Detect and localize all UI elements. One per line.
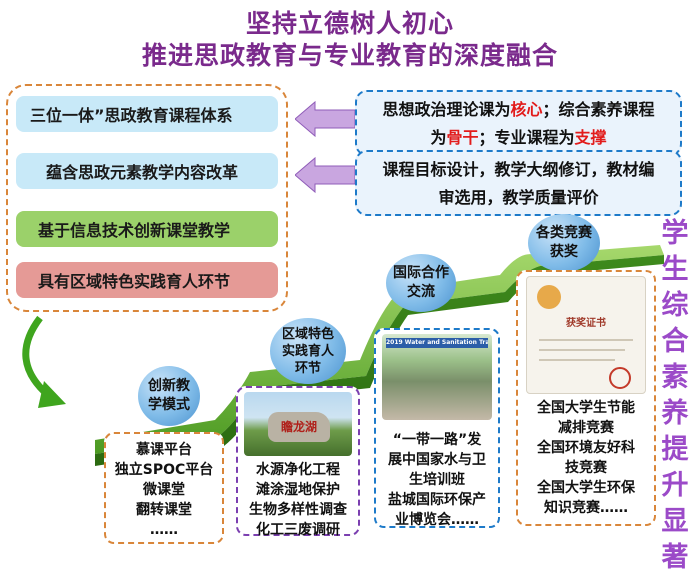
stage-3-circle-line: 国际合作 bbox=[393, 265, 449, 281]
stage-1-item: 翻转课堂 bbox=[136, 502, 192, 518]
vertical-label-text: 学生综合素养提升显著 bbox=[661, 218, 689, 573]
stage-1-circle-line: 学模式 bbox=[148, 397, 190, 413]
stage-4-item: 全国环境友好科 bbox=[537, 440, 635, 456]
stage-3-item: 生培训班 bbox=[409, 472, 465, 488]
left-arrow-icon bbox=[295, 100, 355, 138]
stage-1-item: …… bbox=[150, 522, 178, 538]
highlight-backbone: 骨干 bbox=[446, 128, 479, 147]
certificate-photo: 获奖证书 bbox=[526, 276, 646, 394]
stage-1-circle: 创新教学模式 bbox=[138, 366, 200, 426]
stage-4-circle-line: 获奖 bbox=[550, 244, 578, 260]
title-line-1: 坚持立德树人初心 bbox=[245, 9, 454, 38]
stamp-icon bbox=[609, 367, 631, 389]
stage-4-circle-line: 各类竞赛 bbox=[536, 225, 592, 241]
student-achievement-label: 学生综合素养提升显著 bbox=[658, 216, 692, 576]
stage-4-item: 知识竞赛…… bbox=[544, 500, 628, 516]
left-item-3-label: 基于信息技术创新课堂教学 bbox=[38, 221, 231, 240]
stage-4-item: 减排竞赛 bbox=[558, 420, 614, 436]
stage-1-item: 独立SPOC平台 bbox=[114, 462, 214, 478]
curriculum-reform-line-1: 课程目标设计，教学大纲修订，教材编 bbox=[382, 160, 655, 179]
highlight-support: 支撑 bbox=[574, 128, 607, 147]
stage-2-item: 生物多样性调查 bbox=[249, 502, 347, 518]
left-item-2: 蕴含思政元素教学内容改革 bbox=[16, 153, 278, 189]
curriculum-reform-line-2: 审选用，教学质量评价 bbox=[438, 188, 599, 207]
stage-1-card: 慕课平台 独立SPOC平台 微课堂 翻转课堂 …… bbox=[104, 432, 224, 544]
stage-3-circle: 国际合作交流 bbox=[386, 254, 456, 312]
stage-2-item: 水源净化工程 bbox=[256, 462, 340, 478]
text-span: ；专业课程为 bbox=[478, 128, 575, 147]
core-courses-line-1: 思想政治理论课为核心；综合素养课程 bbox=[357, 96, 680, 124]
stage-2-circle-line: 实践育人 bbox=[281, 343, 334, 359]
stage-4-item: 全国大学生环保 bbox=[537, 480, 635, 496]
stage-3-item: 展中国家水与卫 bbox=[388, 452, 486, 468]
certificate-title: 获奖证书 bbox=[566, 318, 606, 329]
rock-inscription: 瞻龙湖 bbox=[268, 412, 330, 442]
award-emblem-icon bbox=[537, 285, 561, 309]
landscape-photo: 瞻龙湖 bbox=[244, 392, 352, 456]
left-item-4: 具有区域特色实践育人环节 bbox=[16, 262, 278, 298]
text-span: 思想政治理论课为 bbox=[382, 100, 511, 119]
stage-3-item: 盐城国际环保产 bbox=[388, 492, 486, 508]
left-arrow-icon bbox=[295, 156, 355, 194]
curriculum-reform-box: 课程目标设计，教学大纲修订，教材编 审选用，教学质量评价 bbox=[355, 150, 682, 216]
core-courses-line-2: 为骨干；专业课程为支撑 bbox=[357, 124, 680, 152]
left-item-1-label: 三位一体”思政教育课程体系 bbox=[30, 106, 233, 125]
left-item-2-label: 蕴含思政元素教学内容改革 bbox=[46, 163, 239, 182]
stage-2-card: 瞻龙湖 水源净化工程 滩涂湿地保护 生物多样性调查 化工三废调研 bbox=[236, 386, 360, 538]
left-item-1: 三位一体”思政教育课程体系 bbox=[16, 96, 278, 132]
curved-arrow-icon bbox=[38, 381, 66, 408]
left-item-3: 基于信息技术创新课堂教学 bbox=[16, 211, 278, 247]
stage-2-item: 滩涂湿地保护 bbox=[256, 482, 340, 498]
stage-3-item: “一带一路”发 bbox=[392, 432, 482, 448]
text-span: ；综合素养课程 bbox=[542, 100, 655, 119]
group-photo: 2019 Water and Sanitation Training Cours… bbox=[382, 334, 492, 420]
title-line-2: 推进思政教育与专业教育的深度融合 bbox=[141, 41, 558, 70]
stage-2-circle-line: 区域特色 bbox=[281, 326, 334, 342]
left-item-4-label: 具有区域特色实践育人环节 bbox=[38, 272, 231, 291]
stage-4-card: 获奖证书 全国大学生节能 减排竞赛 全国环境友好科 技竞赛 全国大学生环保 知识… bbox=[516, 270, 656, 526]
photo-banner: 2019 Water and Sanitation Training Cours… bbox=[386, 338, 488, 348]
stage-2-item: 化工三废调研 bbox=[256, 522, 340, 538]
left-initiatives-group bbox=[6, 84, 288, 312]
text-span: 为 bbox=[430, 128, 447, 147]
stage-4-item: 技竞赛 bbox=[565, 460, 607, 476]
stage-2-circle-line: 环节 bbox=[294, 360, 321, 376]
stage-1-item: 微课堂 bbox=[143, 482, 185, 498]
stage-1-circle-line: 创新教 bbox=[148, 378, 190, 394]
stage-4-item: 全国大学生节能 bbox=[537, 400, 635, 416]
stage-3-card: 2019 Water and Sanitation Training Cours… bbox=[374, 328, 500, 528]
stage-2-circle: 区域特色实践育人环节 bbox=[270, 318, 346, 384]
highlight-core: 核心 bbox=[510, 100, 543, 119]
stage-3-circle-line: 交流 bbox=[407, 284, 435, 300]
stage-4-circle: 各类竞赛获奖 bbox=[528, 214, 600, 272]
stage-1-item: 慕课平台 bbox=[136, 442, 192, 458]
core-courses-box: 思想政治理论课为核心；综合素养课程 为骨干；专业课程为支撑 bbox=[355, 90, 682, 156]
stage-3-item: 业博览会…… bbox=[395, 512, 479, 528]
